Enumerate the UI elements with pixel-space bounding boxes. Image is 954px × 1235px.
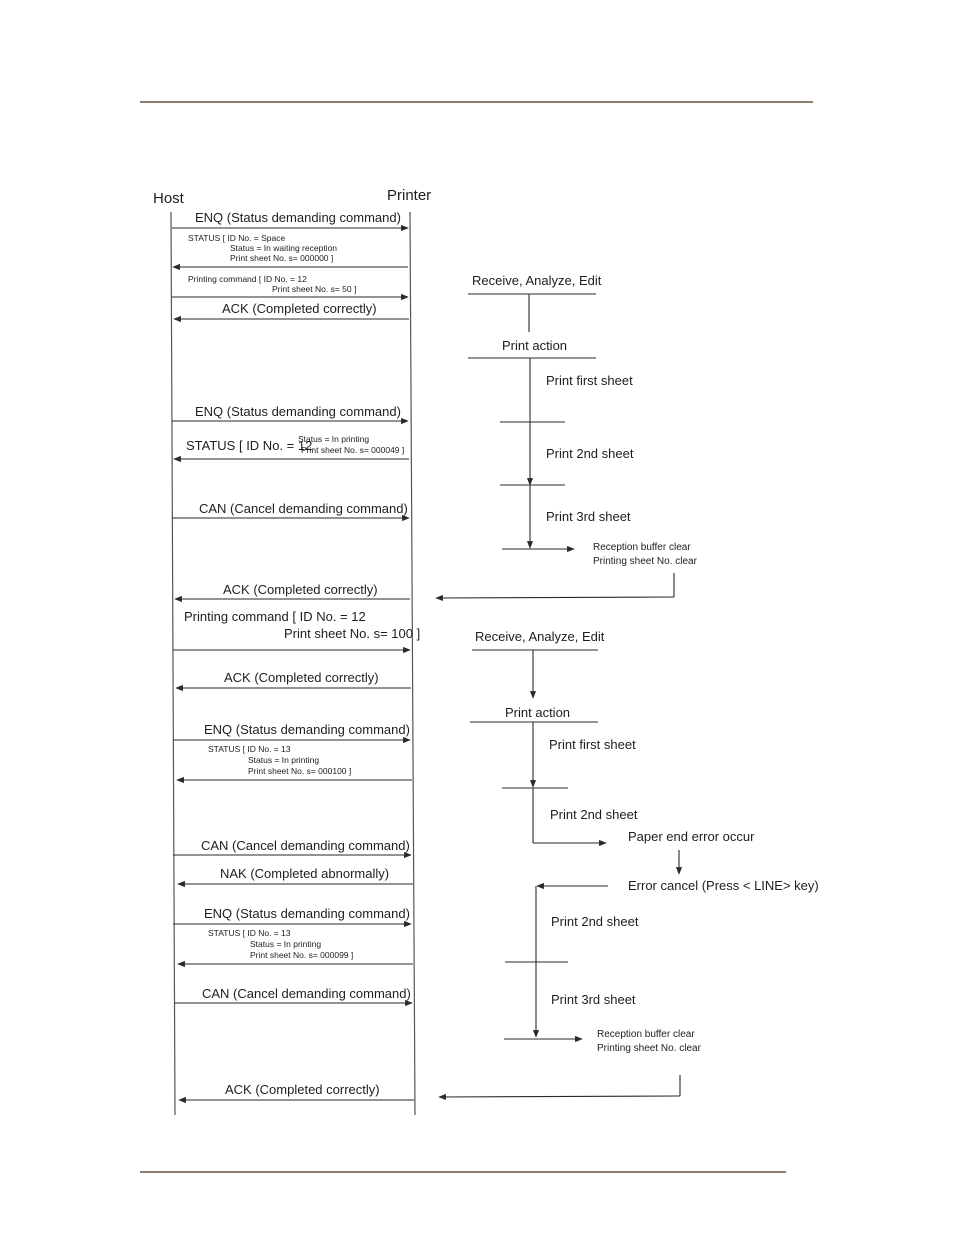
svg-text:Paper end error occur: Paper end error occur <box>628 829 755 844</box>
svg-text:Print sheet No. s= 000099 ]: Print sheet No. s= 000099 ] <box>250 950 353 960</box>
bottom-rule <box>140 1171 786 1173</box>
message-11: ENQ (Status demanding command) <box>173 722 411 744</box>
message-17: CAN (Cancel demanding command) <box>174 986 413 1007</box>
svg-text:ENQ (Status demanding command): ENQ (Status demanding command) <box>195 404 401 419</box>
svg-text:CAN (Cancel demanding command): CAN (Cancel demanding command) <box>202 986 411 1001</box>
message-18: ACK (Completed correctly) <box>178 1082 414 1104</box>
svg-text:ACK (Completed correctly): ACK (Completed correctly) <box>223 582 378 597</box>
printer-header: Printer <box>387 187 431 204</box>
message-3: Printing command [ ID No. = 12 Print she… <box>172 274 409 301</box>
svg-text:ENQ (Status demanding command): ENQ (Status demanding command) <box>195 210 401 225</box>
message-1: ENQ (Status demanding command) <box>172 210 409 232</box>
host-lifeline <box>170 211 176 1116</box>
svg-text:Status = In printing: Status = In printing <box>298 434 369 444</box>
process-job-1: Receive, Analyze, Edit Print action Prin… <box>435 273 698 602</box>
svg-text:Receive, Analyze, Edit: Receive, Analyze, Edit <box>475 629 605 644</box>
svg-text:Print action: Print action <box>505 705 570 720</box>
svg-text:Reception buffer clear: Reception buffer clear <box>597 1029 695 1040</box>
svg-text:Error cancel (Press < LINE> ke: Error cancel (Press < LINE> key) <box>628 878 819 893</box>
host-header: Host <box>153 190 185 207</box>
svg-text:ACK (Completed correctly): ACK (Completed correctly) <box>224 670 379 685</box>
svg-text:Print 3rd sheet: Print 3rd sheet <box>551 992 636 1007</box>
svg-text:Print first sheet: Print first sheet <box>549 737 636 752</box>
message-16: STATUS [ ID No. = 13 Status = In printin… <box>177 928 413 968</box>
svg-text:ENQ (Status demanding command): ENQ (Status demanding command) <box>204 906 410 921</box>
message-7: CAN (Cancel demanding command) <box>172 501 410 522</box>
svg-text:Print sheet No. s= 000049 ]: Print sheet No. s= 000049 ] <box>301 445 404 455</box>
svg-text:Print sheet No. s= 000000 ]: Print sheet No. s= 000000 ] <box>230 253 333 263</box>
svg-text:Status = In waiting reception: Status = In waiting reception <box>230 243 337 253</box>
svg-text:Reception buffer clear: Reception buffer clear <box>593 542 691 553</box>
svg-text:NAK (Completed abnormally): NAK (Completed abnormally) <box>220 866 389 881</box>
svg-text:Print sheet No. s= 100 ]: Print sheet No. s= 100 ] <box>284 626 420 641</box>
svg-text:ENQ (Status demanding command): ENQ (Status demanding command) <box>204 722 410 737</box>
message-4: ACK (Completed correctly) <box>173 301 409 323</box>
message-2: STATUS [ ID No. = Space Status = In wait… <box>172 233 408 271</box>
svg-text:Printing command [ ID No. = 12: Printing command [ ID No. = 12 <box>188 274 307 284</box>
svg-text:STATUS [ ID No. = 13: STATUS [ ID No. = 13 <box>208 928 291 938</box>
svg-text:Print 2nd sheet: Print 2nd sheet <box>551 914 639 929</box>
message-5: ENQ (Status demanding command) <box>172 404 409 425</box>
top-rule <box>140 101 813 103</box>
svg-text:Print 2nd sheet: Print 2nd sheet <box>550 807 638 822</box>
svg-text:CAN (Cancel demanding command): CAN (Cancel demanding command) <box>199 501 408 516</box>
message-6: STATUS [ ID No. = 12 Status = In printin… <box>173 434 409 463</box>
svg-text:Print action: Print action <box>502 338 567 353</box>
svg-text:STATUS [ ID No. = Space: STATUS [ ID No. = Space <box>188 233 286 243</box>
message-13: CAN (Cancel demanding command) <box>173 838 412 859</box>
message-14: NAK (Completed abnormally) <box>177 866 413 888</box>
svg-text:Status = In printing: Status = In printing <box>250 939 321 949</box>
svg-text:Receive, Analyze, Edit: Receive, Analyze, Edit <box>472 273 602 288</box>
message-10: ACK (Completed correctly) <box>175 670 411 692</box>
message-9: Printing command [ ID No. = 12 Print she… <box>173 609 420 654</box>
svg-text:Print sheet No. s= 50 ]: Print sheet No. s= 50 ] <box>272 284 356 294</box>
message-15: ENQ (Status demanding command) <box>173 906 412 928</box>
svg-text:Printing sheet No. clear: Printing sheet No. clear <box>593 556 698 567</box>
message-12: STATUS [ ID No. = 13 Status = In printin… <box>176 744 412 784</box>
svg-text:STATUS [ ID No. = 12: STATUS [ ID No. = 12 <box>186 438 312 453</box>
printer-lifeline <box>409 211 416 1116</box>
svg-text:Print first sheet: Print first sheet <box>546 373 633 388</box>
svg-text:Printing sheet No. clear: Printing sheet No. clear <box>597 1043 702 1054</box>
svg-text:ACK (Completed correctly): ACK (Completed correctly) <box>222 301 377 316</box>
svg-text:Print 3rd sheet: Print 3rd sheet <box>546 509 631 524</box>
message-8: ACK (Completed correctly) <box>174 582 410 603</box>
svg-text:Print sheet No. s= 000100 ]: Print sheet No. s= 000100 ] <box>248 766 351 776</box>
svg-text:Printing command [ ID No. = 12: Printing command [ ID No. = 12 <box>184 609 366 624</box>
svg-text:Status = In printing: Status = In printing <box>248 755 319 765</box>
process-job-2: Receive, Analyze, Edit Print action Prin… <box>438 629 819 1101</box>
svg-text:ACK (Completed correctly): ACK (Completed correctly) <box>225 1082 380 1097</box>
svg-text:Print 2nd sheet: Print 2nd sheet <box>546 446 634 461</box>
svg-text:CAN (Cancel demanding command): CAN (Cancel demanding command) <box>201 838 410 853</box>
svg-text:STATUS [ ID No. = 13: STATUS [ ID No. = 13 <box>208 744 291 754</box>
